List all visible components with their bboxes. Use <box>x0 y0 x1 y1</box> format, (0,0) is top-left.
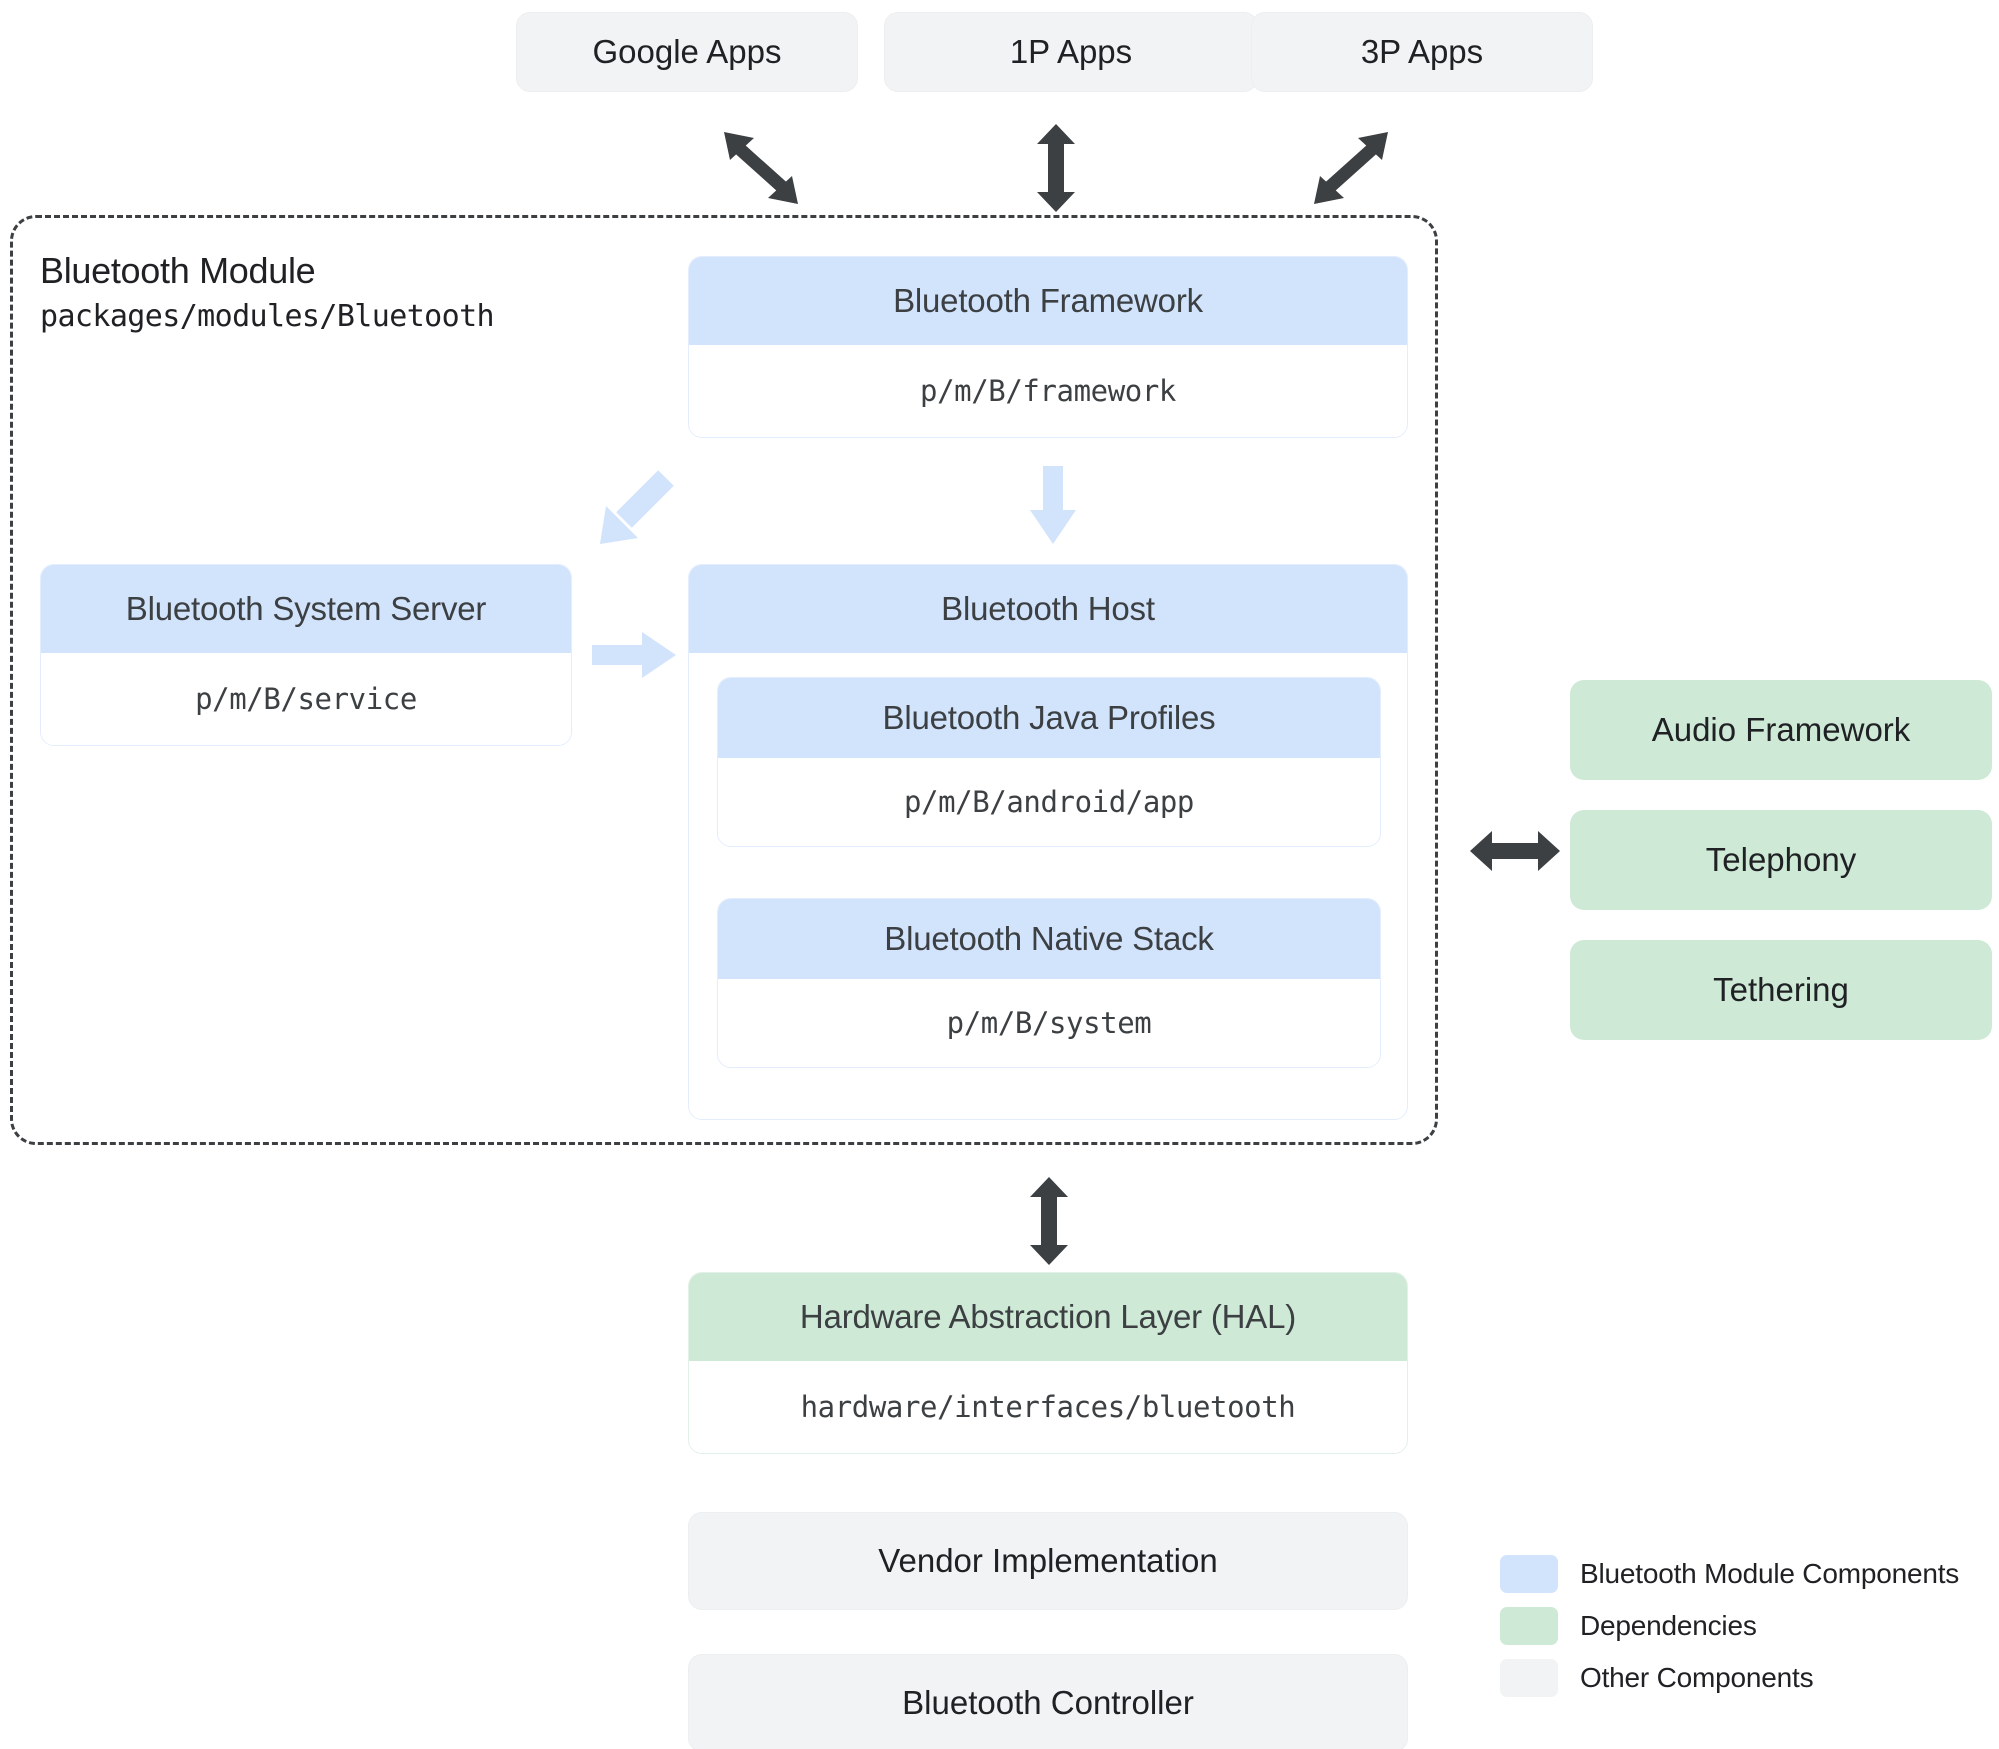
node-title: Bluetooth System Server <box>41 565 571 653</box>
legend-label: Other Components <box>1580 1662 1814 1693</box>
dependency-label: Telephony <box>1705 841 1857 878</box>
legend-swatch-grey <box>1500 1659 1558 1697</box>
app-box-label: 3P Apps <box>1360 33 1484 70</box>
legend-item-dependencies: Dependencies <box>1500 1607 1959 1645</box>
connector-3p-apps-to-module-icon <box>1314 132 1388 204</box>
app-box-1p-apps[interactable]: 1P Apps <box>884 12 1258 92</box>
bluetooth-module-container <box>10 215 1438 1145</box>
module-title: Bluetooth Module <box>40 250 316 291</box>
node-bluetooth-host[interactable]: Bluetooth Host Bluetooth Java Profiles p… <box>688 564 1408 1120</box>
module-path: packages/modules/Bluetooth <box>40 299 495 334</box>
node-title: Bluetooth Native Stack <box>718 899 1380 979</box>
legend-label: Dependencies <box>1580 1610 1757 1641</box>
node-title: Bluetooth Java Profiles <box>718 678 1380 758</box>
legend-item-other-components: Other Components <box>1500 1659 1959 1697</box>
connector-module-to-hal-icon <box>1030 1177 1068 1265</box>
node-bluetooth-java-profiles[interactable]: Bluetooth Java Profiles p/m/B/android/ap… <box>717 677 1381 847</box>
node-label: Vendor Implementation <box>878 1542 1218 1579</box>
connector-google-apps-to-module-icon <box>724 132 798 204</box>
app-box-google-apps[interactable]: Google Apps <box>516 12 858 92</box>
node-path: p/m/B/system <box>718 979 1380 1067</box>
host-body: Bluetooth Java Profiles p/m/B/android/ap… <box>689 653 1407 1119</box>
legend-swatch-blue <box>1500 1555 1558 1593</box>
app-box-label: 1P Apps <box>1009 33 1133 70</box>
legend-label: Bluetooth Module Components <box>1580 1558 1960 1589</box>
node-path: p/m/B/android/app <box>718 758 1380 846</box>
node-vendor-implementation[interactable]: Vendor Implementation <box>688 1512 1408 1610</box>
node-bluetooth-controller[interactable]: Bluetooth Controller <box>688 1654 1408 1749</box>
connector-host-to-dependencies-icon <box>1470 831 1560 871</box>
node-bluetooth-system-server[interactable]: Bluetooth System Server p/m/B/service <box>40 564 572 746</box>
node-label: Bluetooth Controller <box>902 1684 1194 1721</box>
dependency-box-tethering[interactable]: Tethering <box>1570 940 1992 1040</box>
app-box-label: Google Apps <box>592 33 782 70</box>
node-hardware-abstraction-layer[interactable]: Hardware Abstraction Layer (HAL) hardwar… <box>688 1272 1408 1454</box>
dependency-box-audio-framework[interactable]: Audio Framework <box>1570 680 1992 780</box>
legend-swatch-green <box>1500 1607 1558 1645</box>
dependency-label: Audio Framework <box>1651 711 1911 748</box>
node-path: p/m/B/framework <box>689 345 1407 437</box>
app-box-3p-apps[interactable]: 3P Apps <box>1251 12 1593 92</box>
node-title: Bluetooth Host <box>689 565 1407 653</box>
dependency-box-telephony[interactable]: Telephony <box>1570 810 1992 910</box>
connector-1p-apps-to-module-icon <box>1037 124 1075 212</box>
node-bluetooth-framework[interactable]: Bluetooth Framework p/m/B/framework <box>688 256 1408 438</box>
node-bluetooth-native-stack[interactable]: Bluetooth Native Stack p/m/B/system <box>717 898 1381 1068</box>
node-path: p/m/B/service <box>41 653 571 745</box>
legend: Bluetooth Module Components Dependencies… <box>1500 1555 1959 1697</box>
legend-item-module-components: Bluetooth Module Components <box>1500 1555 1959 1593</box>
node-path: hardware/interfaces/bluetooth <box>689 1361 1407 1453</box>
dependency-label: Tethering <box>1713 971 1849 1008</box>
node-title: Hardware Abstraction Layer (HAL) <box>689 1273 1407 1361</box>
node-title: Bluetooth Framework <box>689 257 1407 345</box>
